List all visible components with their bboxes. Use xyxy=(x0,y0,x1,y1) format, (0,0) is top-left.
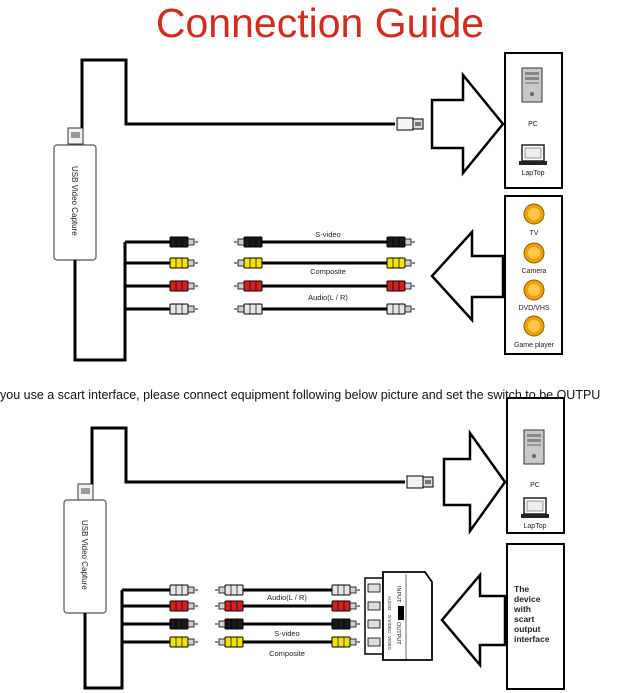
laptop-icon-1 xyxy=(518,144,548,166)
arrow-to-computer-2 xyxy=(442,429,507,535)
audio-l-cable-end-b-2 xyxy=(331,584,361,596)
composite-label-2: Composite xyxy=(269,649,305,658)
dvd-label: DVD/VHS xyxy=(518,305,549,312)
composite-plug-left-1 xyxy=(169,257,199,269)
audio-r-cable-end-b-2 xyxy=(331,600,361,612)
usb-capture-label: USB Video Capture xyxy=(70,166,79,236)
page-title: Connection Guide xyxy=(155,0,485,46)
camera-icon xyxy=(523,242,545,264)
scart-input-label: INPUT xyxy=(395,586,401,603)
audio-r-cable-end-a-1 xyxy=(233,280,263,292)
usb-capture-label-2: USB Video Capture xyxy=(80,520,89,590)
laptop-label-1: LapTop xyxy=(522,170,545,177)
scart-device-box xyxy=(506,543,565,690)
pc-icon-2 xyxy=(523,429,545,465)
composite-cable-end-b-2 xyxy=(331,636,361,648)
svideo-cable-end-a-2 xyxy=(214,618,244,630)
scart-svideo-port: S-VIDEO xyxy=(387,615,392,634)
camera-label: Camera xyxy=(522,268,547,275)
usb-capture-device-2: USB Video Capture xyxy=(63,483,107,614)
tv-icon xyxy=(523,203,545,225)
scart-adapter: INPUT OUTPUT AUDIO S-VIDEO VIDEO xyxy=(364,571,433,661)
scart-instruction-text: you use a scart interface, please connec… xyxy=(0,388,601,402)
svideo-cable-end-b-1 xyxy=(386,236,416,248)
composite-cable-end-a-2 xyxy=(214,636,244,648)
audio-label-1: Audio(L / R) xyxy=(308,293,348,302)
composite-cable-end-b-1 xyxy=(386,257,416,269)
composite-label-1: Composite xyxy=(310,267,346,276)
composite-cable-end-a-1 xyxy=(233,257,263,269)
usb-plug-2 xyxy=(406,475,434,489)
game-player-label: Game player xyxy=(514,342,555,349)
audio-r-cable-end-a-2 xyxy=(214,600,244,612)
audio-l-cable-end-b-1 xyxy=(386,303,416,315)
svideo-label-2: S-video xyxy=(274,629,299,638)
game-player-icon xyxy=(523,315,545,337)
arrow-from-scart-device xyxy=(440,571,507,669)
pc-label-2: PC xyxy=(530,482,540,489)
composite-plug-left-2 xyxy=(169,636,199,648)
svideo-cable-end-b-2 xyxy=(331,618,361,630)
pc-icon-1 xyxy=(521,67,543,103)
audio-r-plug-left-1 xyxy=(169,280,199,292)
laptop-icon-2 xyxy=(520,497,550,519)
tv-label: TV xyxy=(530,230,539,237)
scart-audio-port: AUDIO xyxy=(387,596,392,611)
audio-l-cable-end-a-2 xyxy=(214,584,244,596)
usb-plug-1 xyxy=(396,117,424,131)
usb-capture-device-1: USB Video Capture xyxy=(53,127,97,261)
audio-l-plug-left-1 xyxy=(169,303,199,315)
scart-output-label: OUTPUT xyxy=(395,622,401,645)
dvd-icon xyxy=(523,279,545,301)
audio-r-plug-left-2 xyxy=(169,600,199,612)
arrow-to-computer-1 xyxy=(430,71,505,177)
arrow-from-sources-1 xyxy=(430,228,505,324)
scart-device-text: The device with scart output interface xyxy=(513,584,550,644)
audio-label-2: Audio(L / R) xyxy=(267,593,307,602)
audio-l-plug-left-2 xyxy=(169,584,199,596)
laptop-label-2: LapTop xyxy=(524,523,547,530)
audio-l-cable-end-a-1 xyxy=(233,303,263,315)
scart-video-port: VIDEO xyxy=(387,636,392,651)
svideo-label-1: S-video xyxy=(315,230,340,239)
pc-label-1: PC xyxy=(528,121,538,128)
svideo-plug-left-1 xyxy=(169,236,199,248)
svideo-cable-end-a-1 xyxy=(233,236,263,248)
svideo-plug-left-2 xyxy=(169,618,199,630)
audio-r-cable-end-b-1 xyxy=(386,280,416,292)
